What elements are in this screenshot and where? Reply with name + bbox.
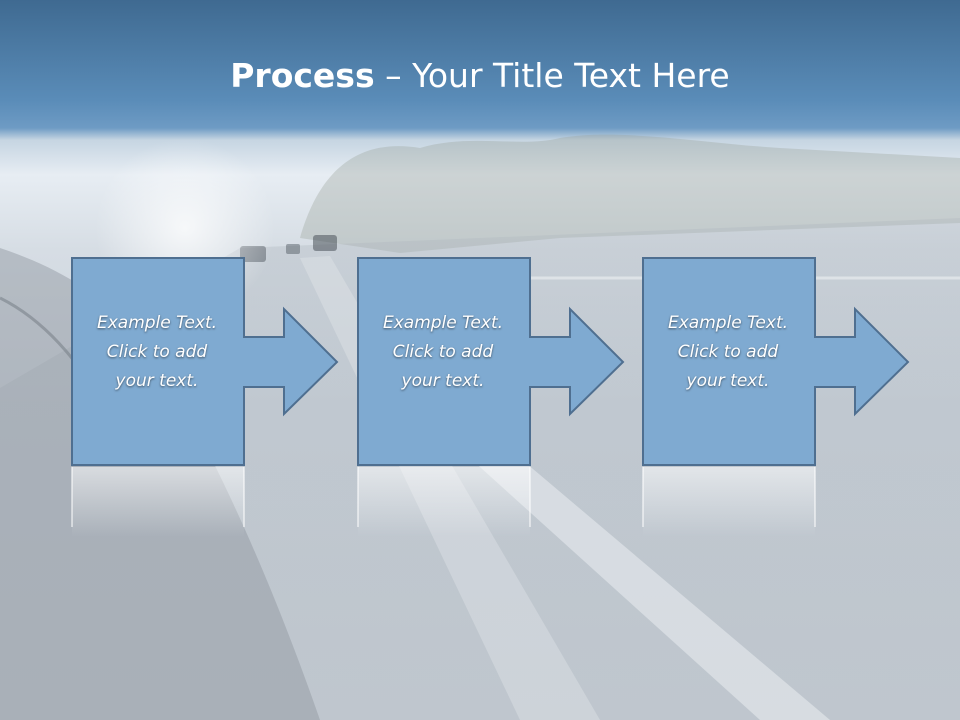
arrow-box-shape [642,257,910,466]
step-text-line: your text. [115,371,199,391]
step-text[interactable]: Example Text. Click to add your text. [357,309,529,396]
arrow-box-shape [357,257,625,466]
slide-title[interactable]: Process – Your Title Text Here [0,52,960,100]
title-rest-text: Your Title Text Here [412,56,730,95]
step-text[interactable]: Example Text. Click to add your text. [642,309,814,396]
step-text-line: Example Text. [382,313,504,333]
title-dash: – [385,56,402,95]
arrow-box-shape [71,257,339,466]
step-text-line: Click to add [677,342,779,362]
step-text-line: Example Text. [96,313,218,333]
step-text-line: Click to add [106,342,208,362]
title-bold-text: Process [230,56,375,95]
process-step-3[interactable]: Example Text. Click to add your text. [642,257,922,467]
step-text[interactable]: Example Text. Click to add your text. [71,309,243,396]
process-step-2[interactable]: Example Text. Click to add your text. [357,257,637,467]
step-text-line: your text. [686,371,770,391]
step-text-line: Click to add [392,342,494,362]
step-text-line: your text. [401,371,485,391]
process-step-1[interactable]: Example Text. Click to add your text. [71,257,351,467]
step-text-line: Example Text. [667,313,789,333]
